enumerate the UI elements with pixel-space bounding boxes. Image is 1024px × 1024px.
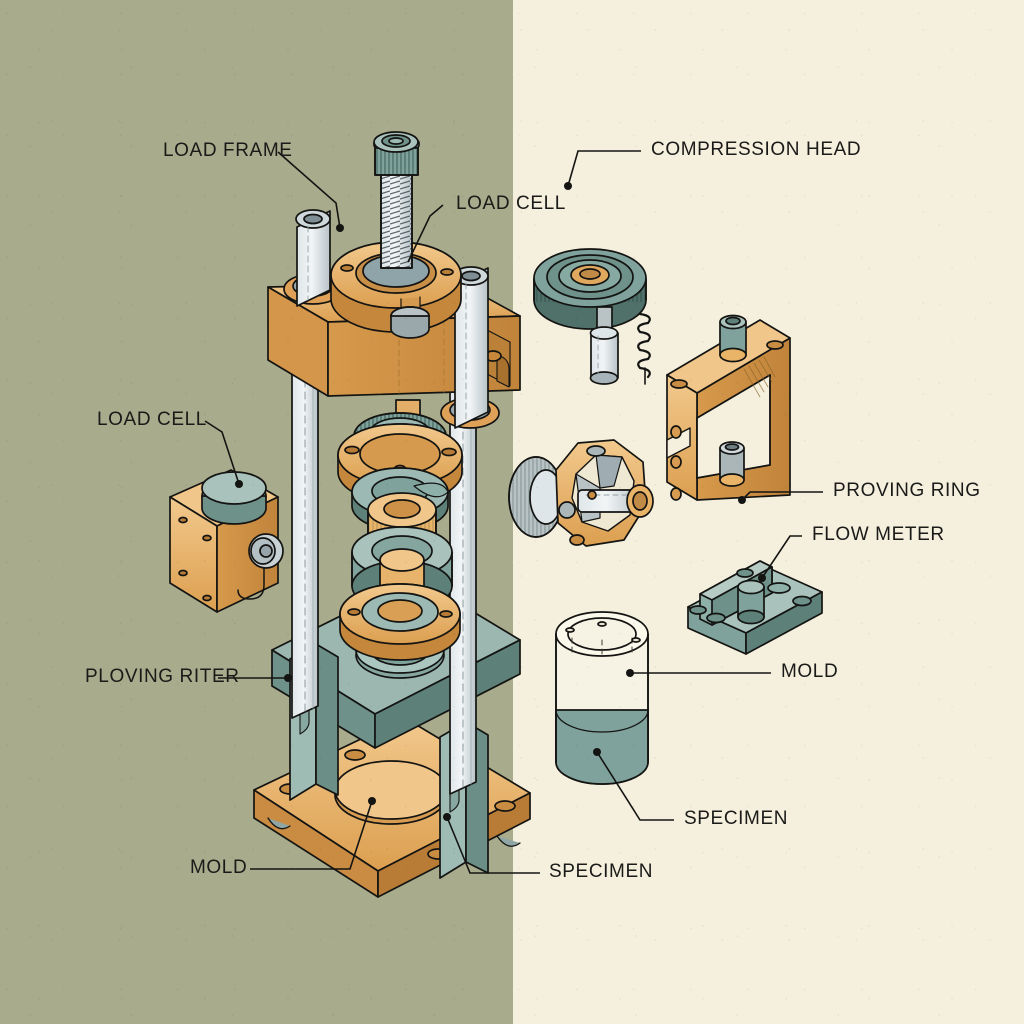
part-load-cell-box [169,469,284,613]
leader-dot-mold-right [626,669,634,677]
part-coil-spring [637,312,651,385]
leader-dot-ploving-riter [284,674,292,682]
part-rotor-gear [508,456,564,538]
part-head-shaft [589,306,619,385]
leader-dot-compression-head [564,182,572,190]
part-ring-boss-top [719,314,747,363]
leader-dot-specimen-left [443,813,451,821]
leader-lines [204,150,823,874]
label-proving-ring: PROVING RING [833,480,981,501]
part-ring-boss-bottom [719,441,745,487]
label-mold-left: MOLD [190,857,248,878]
part-compression-head-wheel [533,248,647,330]
label-load-frame: LOAD FRAME [163,140,293,161]
label-flow-meter: FLOW METER [812,524,945,545]
part-proving-ring-frame [666,314,791,501]
part-rotor-housing [555,439,654,547]
leader-line-load-cell-top [407,204,444,263]
leader-line-load-frame [277,151,341,229]
leader-dot-flow-meter [758,574,766,582]
part-column-stub-left [295,209,331,307]
part-mold-cylinder [555,611,649,785]
leader-line-specimen-right [596,751,674,821]
leader-dot-mold-left [368,797,376,805]
label-specimen-right: SPECIMEN [684,808,789,829]
leader-dot-proving-ring [738,496,746,504]
label-mold-right: MOLD [781,661,839,682]
label-load-cell-top: LOAD CELL [456,193,566,214]
leader-dot-load-cell-left [235,480,243,488]
leader-line-flow-meter [761,535,802,579]
label-compression-head: COMPRESSION HEAD [651,139,862,160]
part-handle-cap [373,131,419,153]
part-flow-meter-bracket [687,560,823,655]
leader-line-mold-left [250,800,373,870]
label-ploving-riter: PLOVING RITER [85,666,240,687]
label-specimen-left: SPECIMEN [549,861,654,882]
label-load-cell-left: LOAD CELL [97,409,207,430]
leader-dot-load-frame [336,224,344,232]
part-threaded-screw [380,171,413,269]
leader-dot-specimen-right [593,748,601,756]
part-flange-lower [339,583,461,661]
leader-line-compression-head [567,150,641,187]
leader-line-specimen-left [446,816,540,874]
part-column-stub-right [453,266,489,429]
part-load-cell-housing [330,241,462,339]
part-specimen-fill [555,709,649,785]
leader-line-load-cell-left [204,420,240,485]
